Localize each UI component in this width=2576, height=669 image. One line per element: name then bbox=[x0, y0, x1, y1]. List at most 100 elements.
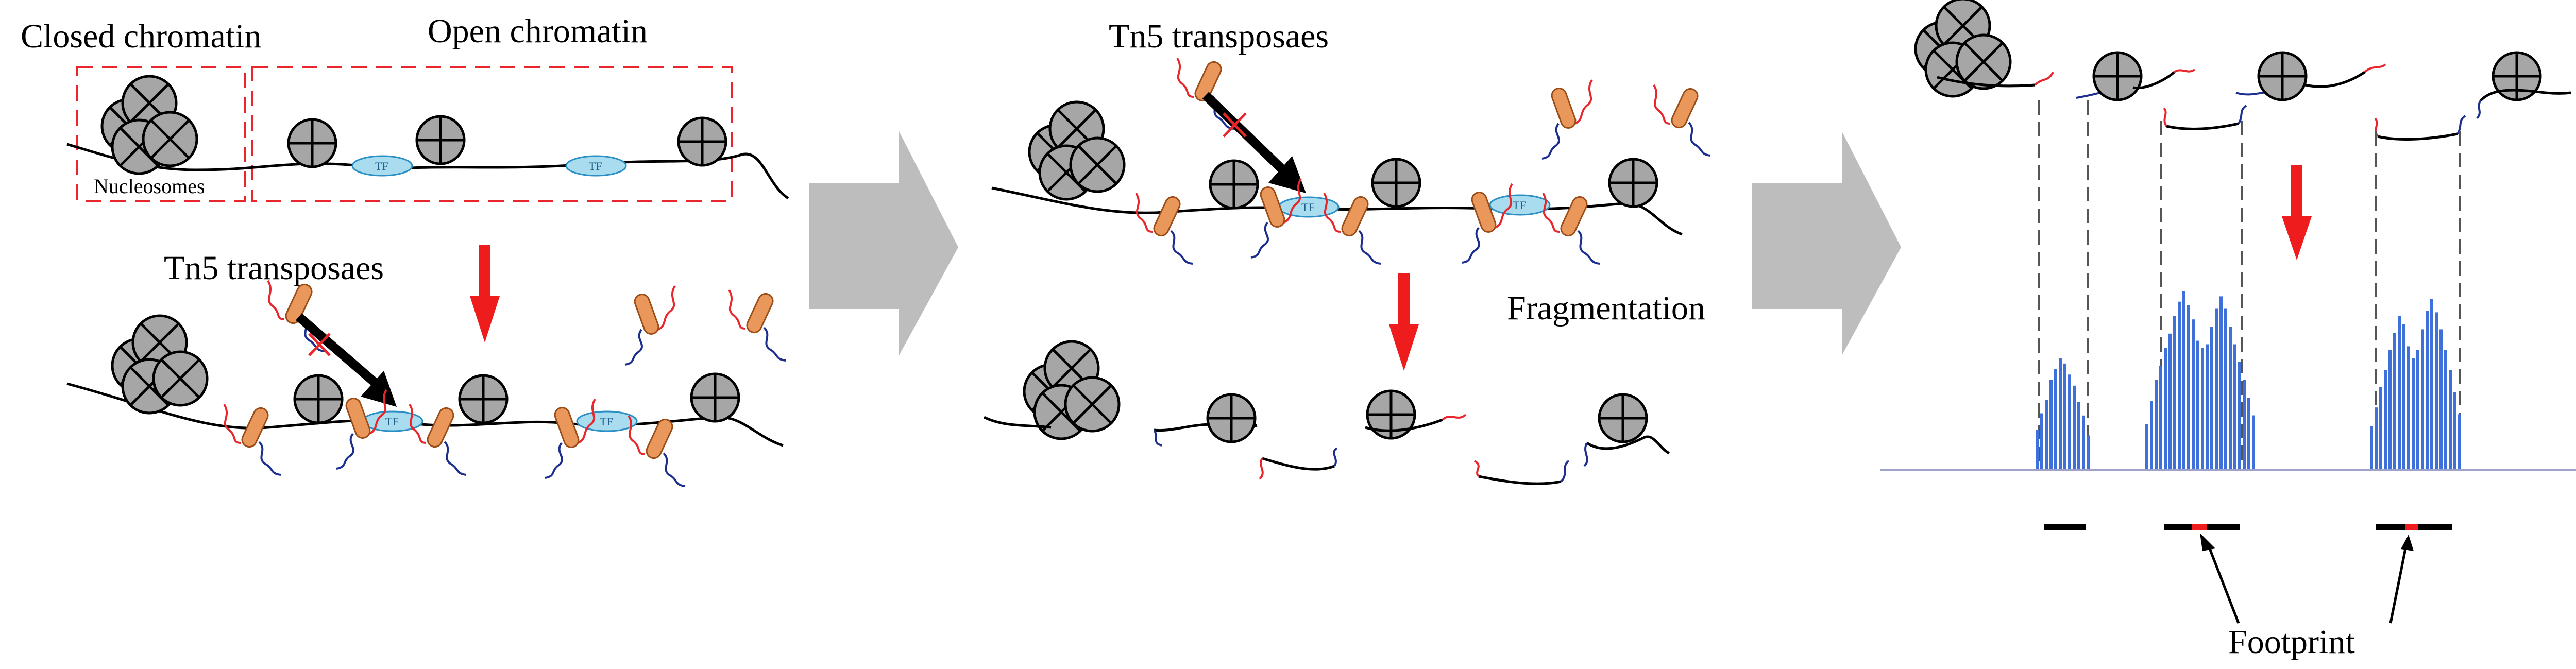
nucleosome-open-1 bbox=[289, 119, 336, 167]
peak-bar-large-16 bbox=[2219, 296, 2223, 469]
nucleosome-4-3 bbox=[1599, 394, 1647, 442]
footprint-label: Footprint bbox=[2228, 623, 2355, 661]
tn5-label-1: Tn5 transposaes bbox=[164, 249, 384, 287]
peak-bar-large-23 bbox=[2252, 415, 2255, 469]
peak-bar-large-10 bbox=[2192, 319, 2195, 469]
fragment-3 bbox=[1262, 457, 1335, 471]
peak-bar-large-18 bbox=[2229, 327, 2232, 469]
tf-label-2: TF bbox=[589, 160, 602, 173]
tn5-bound-10 bbox=[1542, 192, 1601, 265]
nucleosome-5-3 bbox=[2493, 53, 2540, 100]
tn5-bound-7 bbox=[1250, 178, 1302, 259]
dna-strand-top bbox=[66, 143, 789, 200]
peak-bar-large-7 bbox=[2178, 301, 2181, 469]
nucleosome-2-1 bbox=[295, 375, 342, 423]
peak-bar-small-11 bbox=[2087, 435, 2090, 469]
nucleosome-4-1 bbox=[1208, 394, 1255, 442]
footprint-marker-2 bbox=[2192, 524, 2207, 530]
peak-bar-small-10 bbox=[2082, 415, 2085, 469]
peak-bar-large-14 bbox=[2210, 327, 2213, 469]
footprint-marker-3 bbox=[2405, 524, 2418, 530]
peak-bar-medium-18 bbox=[2453, 392, 2456, 469]
nucleosome-5-1 bbox=[2094, 53, 2141, 100]
peak-bar-medium-17 bbox=[2449, 370, 2452, 469]
nucleosome-cluster-4 bbox=[1024, 341, 1119, 439]
peak-bar-medium-4 bbox=[2388, 350, 2392, 469]
panel-1-before-tagmentation: Closed chromatin Open chromatin Nucleoso… bbox=[21, 12, 789, 487]
peak-bar-small-2 bbox=[2045, 400, 2048, 469]
peak-bar-large-2 bbox=[2155, 380, 2158, 469]
footprint-bar-1 bbox=[2044, 524, 2086, 530]
tf-label-5: TF bbox=[1301, 201, 1315, 214]
open-chromatin-label: Open chromatin bbox=[428, 12, 648, 50]
nucleosome-open-3 bbox=[679, 118, 726, 165]
footprint-pointer-2 bbox=[2389, 535, 2414, 624]
peak-bar-medium-9 bbox=[2412, 358, 2415, 469]
tn5-floating-6 bbox=[1653, 84, 1711, 157]
signal-peaks bbox=[2036, 291, 2461, 469]
peak-bar-large-19 bbox=[2233, 344, 2236, 469]
nucleosomes-label: Nucleosomes bbox=[94, 175, 205, 198]
footprint-pointer-1 bbox=[2200, 533, 2240, 624]
peak-bar-small-4 bbox=[2054, 369, 2057, 469]
tn5-floating-2 bbox=[624, 285, 676, 366]
panel-3-sequencing: Footprint bbox=[1880, 0, 2576, 661]
peak-bar-large-8 bbox=[2182, 291, 2185, 469]
peak-bar-large-3 bbox=[2159, 365, 2162, 469]
peak-bar-large-4 bbox=[2164, 348, 2167, 469]
peak-bar-medium-1 bbox=[2375, 407, 2378, 469]
red-down-arrow-2 bbox=[1389, 273, 1419, 371]
nucleosome-3-1 bbox=[1210, 161, 1258, 208]
peak-bar-medium-7 bbox=[2402, 324, 2405, 469]
peak-bar-large-5 bbox=[2168, 333, 2172, 469]
tn5-bound-4 bbox=[544, 398, 596, 479]
blocked-arrow-1 bbox=[296, 313, 397, 407]
fragment-4 bbox=[1478, 475, 1562, 485]
peak-bar-medium-13 bbox=[2430, 299, 2433, 469]
tn5-bound-3 bbox=[409, 403, 467, 476]
peak-bar-small-0 bbox=[2036, 430, 2039, 469]
red-down-arrow-3 bbox=[2282, 165, 2312, 260]
peak-bar-medium-10 bbox=[2416, 350, 2419, 469]
peak-bar-medium-5 bbox=[2393, 333, 2396, 469]
nucleosome-2-2 bbox=[460, 375, 507, 423]
open-chromatin-box bbox=[251, 66, 733, 202]
peak-bar-large-9 bbox=[2187, 305, 2190, 469]
peak-bar-medium-12 bbox=[2426, 311, 2429, 469]
tn5-floating-5 bbox=[1541, 79, 1593, 160]
peak-bar-medium-11 bbox=[2421, 329, 2424, 469]
peak-bar-large-20 bbox=[2238, 362, 2241, 469]
nucleosome-3-2 bbox=[1372, 159, 1420, 207]
closed-chromatin-label: Closed chromatin bbox=[21, 18, 261, 55]
peak-bar-medium-19 bbox=[2458, 414, 2461, 469]
peak-bar-large-13 bbox=[2206, 344, 2209, 469]
peak-bar-medium-2 bbox=[2379, 387, 2382, 469]
peak-bar-small-5 bbox=[2059, 358, 2062, 469]
nucleosome-open-2 bbox=[417, 116, 464, 164]
nucleosome-cluster-3 bbox=[1029, 102, 1124, 199]
peak-bar-medium-6 bbox=[2398, 316, 2401, 469]
process-arrow-1 bbox=[809, 131, 958, 355]
nucleosome-cluster-2 bbox=[112, 316, 207, 413]
peak-bar-large-17 bbox=[2224, 308, 2227, 469]
peak-bar-small-6 bbox=[2063, 363, 2066, 469]
peak-bar-large-1 bbox=[2150, 401, 2153, 469]
panel-2-tagmentation: Tn5 transposaes TF TF Fragmentation bbox=[983, 18, 1711, 485]
tf-label-3: TF bbox=[385, 415, 399, 428]
peak-bar-medium-15 bbox=[2439, 329, 2443, 469]
nucleosome-cluster-closed bbox=[102, 76, 197, 174]
peak-bar-large-22 bbox=[2247, 398, 2250, 469]
nucleosome-2-3 bbox=[691, 374, 739, 421]
closed-chromatin-box bbox=[76, 66, 246, 202]
peak-bar-medium-0 bbox=[2370, 426, 2373, 469]
peak-bar-large-0 bbox=[2145, 424, 2148, 469]
process-arrow-2 bbox=[1752, 131, 1901, 355]
peak-bar-large-15 bbox=[2215, 308, 2218, 469]
tf-label-1: TF bbox=[375, 160, 388, 173]
peak-bar-large-11 bbox=[2196, 340, 2199, 469]
tf-label-4: TF bbox=[600, 415, 613, 428]
tn5-label-2: Tn5 transposaes bbox=[1109, 18, 1329, 55]
peak-bar-small-7 bbox=[2068, 374, 2071, 469]
tn5-bound-9 bbox=[1461, 183, 1513, 264]
